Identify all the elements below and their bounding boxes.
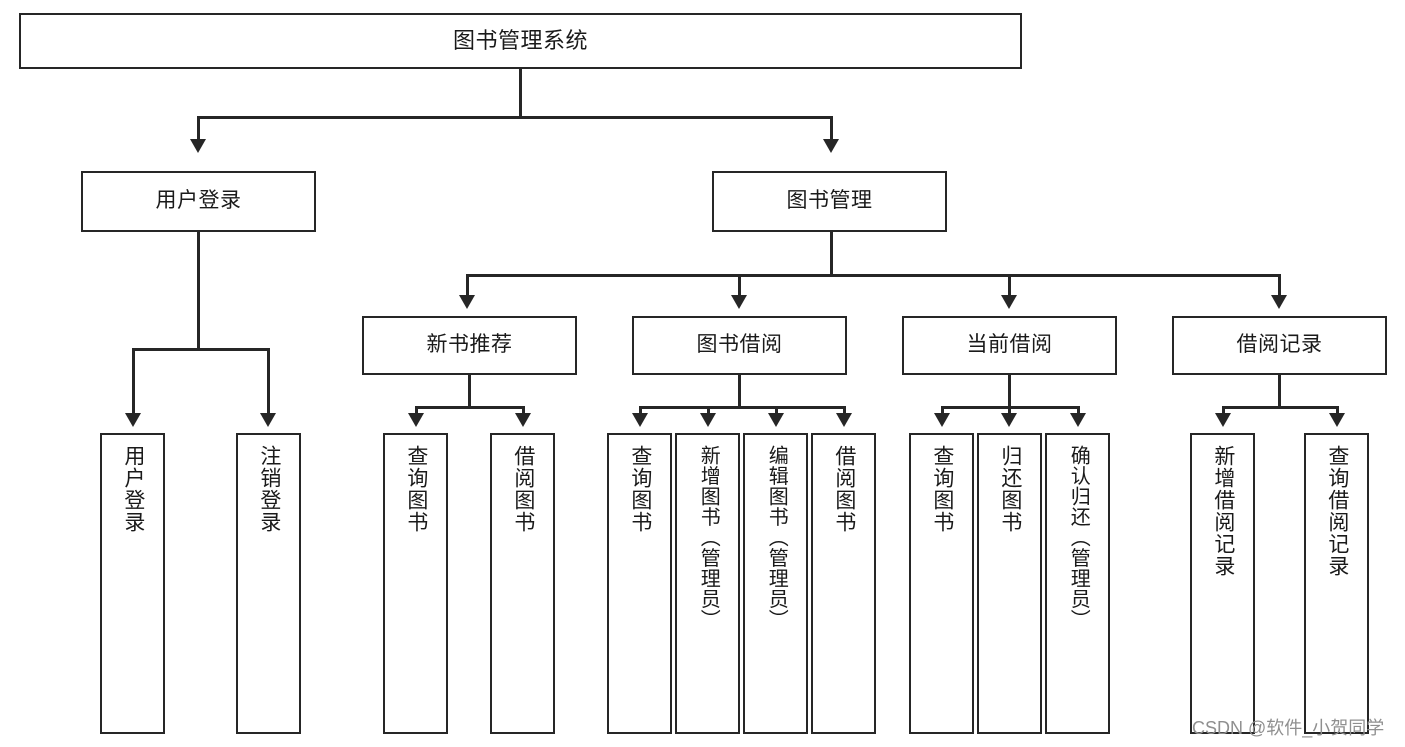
- connector-user-login-bus: [132, 348, 269, 351]
- leaf-current-query-book[interactable]: 查询图书: [909, 433, 974, 734]
- connector-borrow-leaf-1: [639, 406, 642, 416]
- node-label: 借阅图书: [511, 445, 535, 533]
- arrow-current-leaf-1: [934, 413, 950, 427]
- node-label: 新书推荐: [426, 333, 513, 357]
- connector-borrow-leaf-4: [843, 406, 846, 416]
- leaf-current-return-book[interactable]: 归还图书: [977, 433, 1042, 734]
- leaf-user-login[interactable]: 用户登录: [100, 433, 165, 734]
- arrow-record-leaf-1: [1215, 413, 1231, 427]
- arrow-borrow-leaf-2: [700, 413, 716, 427]
- node-new-book-recommend[interactable]: 新书推荐: [362, 316, 577, 375]
- arrow-user-login-leaf-2: [260, 413, 276, 427]
- arrow-recommend-leaf-2: [515, 413, 531, 427]
- leaf-borrow-borrow-book[interactable]: 借阅图书: [811, 433, 876, 734]
- connector-recommend-bus: [415, 406, 525, 409]
- node-label: 用户登录: [155, 189, 242, 213]
- arrow-borrow-leaf-1: [632, 413, 648, 427]
- arrow-user-login-leaf-1: [125, 413, 141, 427]
- connector-book-manage-bus: [466, 274, 1281, 277]
- connector-recommend-leaf-1: [415, 406, 418, 416]
- node-label: 注销登录: [257, 445, 281, 533]
- leaf-borrow-query-book[interactable]: 查询图书: [607, 433, 672, 734]
- node-label: 图书管理: [786, 189, 873, 213]
- connector-current-leaf-2: [1008, 406, 1011, 416]
- connector-record-leaf-2: [1336, 406, 1339, 416]
- arrow-recommend-leaf-1: [408, 413, 424, 427]
- node-label: 查询图书: [930, 445, 954, 533]
- node-label: 借阅记录: [1236, 333, 1323, 357]
- node-label: 图书借阅: [696, 333, 783, 357]
- connector-user-login-leaf-1: [132, 348, 135, 416]
- leaf-borrow-add-book-admin[interactable]: 新增图书（管理员）: [675, 433, 740, 734]
- arrow-book-manage-to-recommend: [459, 295, 475, 309]
- connector-record-down: [1278, 375, 1281, 408]
- connector-root-to-user-login: [197, 116, 200, 142]
- node-user-login[interactable]: 用户登录: [81, 171, 316, 232]
- leaf-borrow-edit-book-admin[interactable]: 编辑图书（管理员）: [743, 433, 808, 734]
- connector-current-leaf-1: [941, 406, 944, 416]
- connector-root-to-book-manage: [830, 116, 833, 142]
- arrow-borrow-leaf-3: [768, 413, 784, 427]
- arrow-book-manage-to-current: [1001, 295, 1017, 309]
- leaf-user-logout[interactable]: 注销登录: [236, 433, 301, 734]
- node-root-system[interactable]: 图书管理系统: [19, 13, 1022, 69]
- node-label: 查询图书: [404, 445, 428, 533]
- arrow-borrow-leaf-4: [836, 413, 852, 427]
- node-label: 图书管理系统: [452, 28, 588, 54]
- node-label: 当前借阅: [966, 333, 1053, 357]
- node-label: 查询借阅记录: [1325, 445, 1349, 577]
- connector-record-bus: [1222, 406, 1339, 409]
- connector-current-leaf-3: [1077, 406, 1080, 416]
- connector-recommend-down: [468, 375, 471, 408]
- node-label: 借阅图书: [832, 445, 856, 533]
- node-label: 查询图书: [628, 445, 652, 533]
- node-borrow-record[interactable]: 借阅记录: [1172, 316, 1387, 375]
- arrow-root-to-user-login: [190, 139, 206, 153]
- node-book-management[interactable]: 图书管理: [712, 171, 947, 232]
- connector-root-bus: [197, 116, 833, 119]
- node-label: 编辑图书（管理员）: [765, 445, 788, 630]
- connector-book-manage-to-record: [1278, 274, 1281, 298]
- node-current-borrow[interactable]: 当前借阅: [902, 316, 1117, 375]
- node-book-borrow[interactable]: 图书借阅: [632, 316, 847, 375]
- leaf-recommend-borrow-book[interactable]: 借阅图书: [490, 433, 555, 734]
- leaf-recommend-query-book[interactable]: 查询图书: [383, 433, 448, 734]
- arrow-book-manage-to-record: [1271, 295, 1287, 309]
- node-label: 用户登录: [121, 445, 145, 533]
- connector-book-manage-to-recommend: [466, 274, 469, 298]
- arrow-book-manage-to-borrow: [731, 295, 747, 309]
- connector-borrow-bus: [639, 406, 846, 409]
- arrow-record-leaf-2: [1329, 413, 1345, 427]
- leaf-record-query-borrow-record[interactable]: 查询借阅记录: [1304, 433, 1369, 734]
- leaf-current-confirm-return-admin[interactable]: 确认归还（管理员）: [1045, 433, 1110, 734]
- node-label: 归还图书: [998, 445, 1022, 533]
- connector-book-manage-down: [830, 232, 833, 276]
- connector-borrow-leaf-2: [707, 406, 710, 416]
- connector-book-manage-to-borrow: [738, 274, 741, 298]
- arrow-current-leaf-3: [1070, 413, 1086, 427]
- arrow-root-to-book-manage: [823, 139, 839, 153]
- arrow-current-leaf-2: [1001, 413, 1017, 427]
- connector-record-leaf-1: [1222, 406, 1225, 416]
- node-label: 新增图书（管理员）: [697, 445, 720, 630]
- node-label: 确认归还（管理员）: [1067, 445, 1090, 630]
- connector-borrow-down: [738, 375, 741, 408]
- connector-book-manage-to-current: [1008, 274, 1011, 298]
- connector-user-login-leaf-2: [267, 348, 270, 416]
- connector-current-down: [1008, 375, 1011, 408]
- connector-user-login-down: [197, 232, 200, 350]
- connector-root-down: [519, 69, 522, 117]
- connector-recommend-leaf-2: [522, 406, 525, 416]
- connector-borrow-leaf-3: [775, 406, 778, 416]
- csdn-watermark: CSDN @软件_小贺同学: [1192, 718, 1385, 738]
- node-label: 新增借阅记录: [1211, 445, 1235, 577]
- leaf-record-add-borrow-record[interactable]: 新增借阅记录: [1190, 433, 1255, 734]
